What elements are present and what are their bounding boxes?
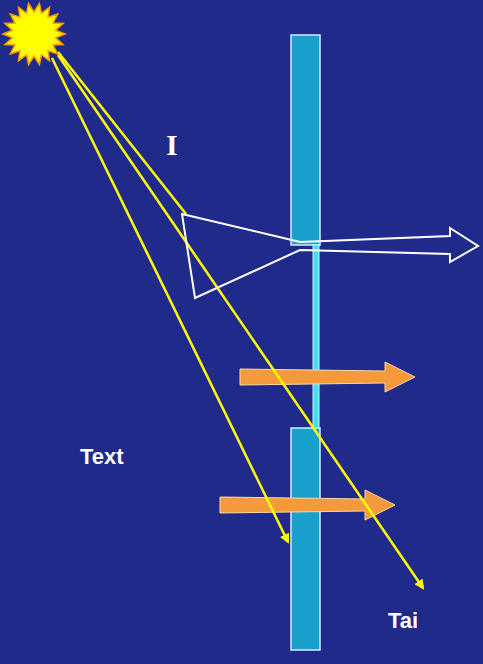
radiation-symbol: I: [166, 130, 178, 160]
solar-ray: [58, 55, 423, 588]
solar-ray: [52, 58, 288, 542]
outdoor-temperature: Text: [80, 446, 124, 468]
heat-arrow: [240, 362, 415, 392]
heat-arrow: [220, 490, 395, 520]
glass-pane: [313, 245, 319, 428]
indoor-temperature: Tai: [388, 610, 418, 632]
sun: [3, 4, 65, 65]
solar-ray: [58, 52, 186, 214]
wall-top: [291, 35, 320, 245]
wall-bottom: [291, 428, 320, 650]
flux-arrow: [182, 214, 478, 298]
